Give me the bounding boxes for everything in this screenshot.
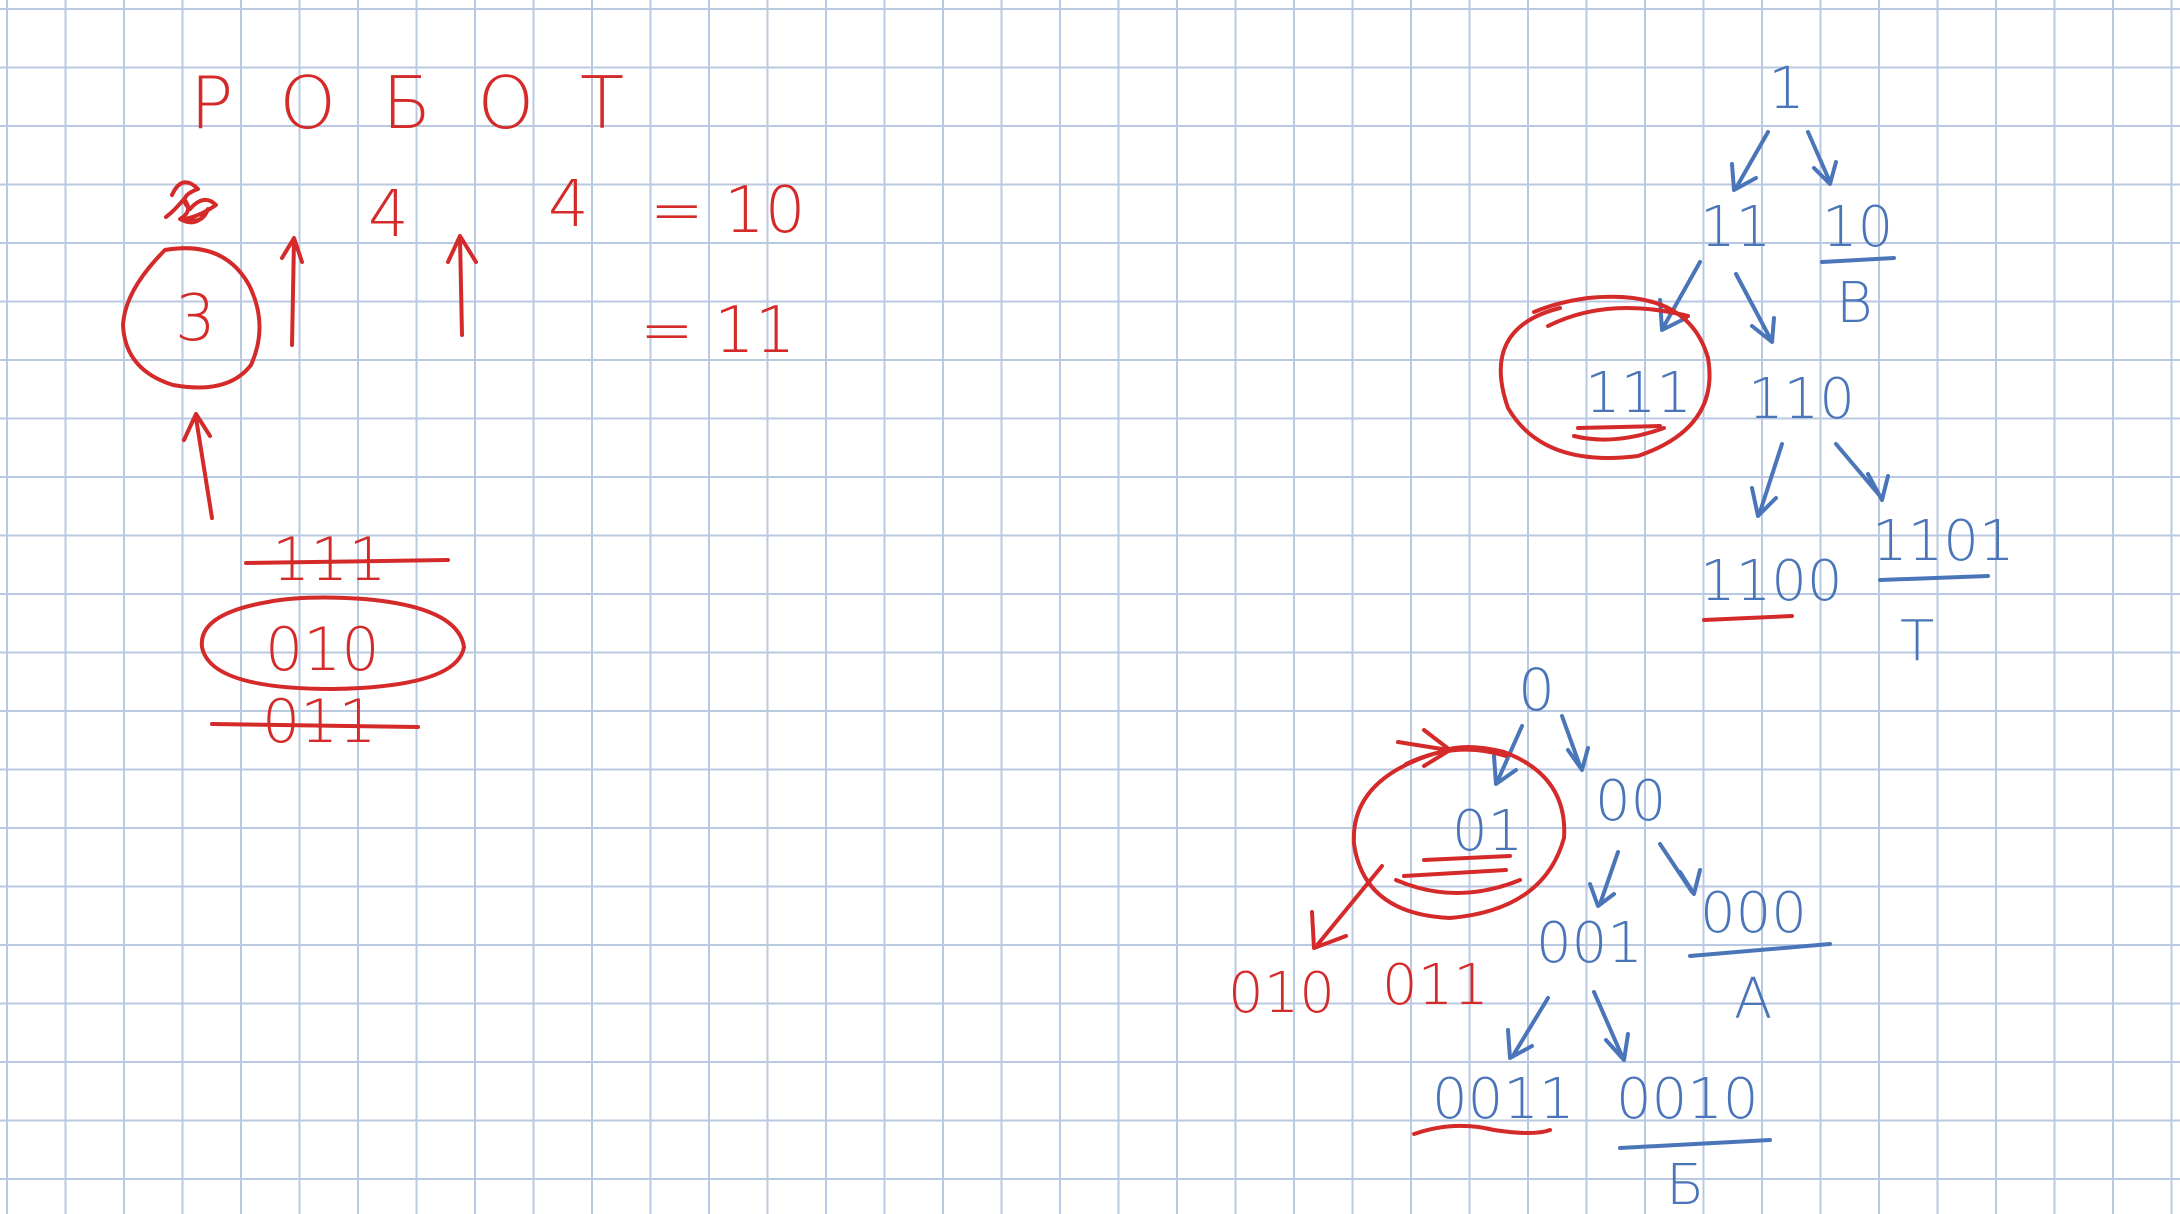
scribble-mark <box>164 180 218 225</box>
underline-1101 <box>1878 574 1990 582</box>
node-1101: 1101 <box>1872 509 2015 574</box>
letter-t: Т <box>1900 609 1934 674</box>
equation-10: = 10 <box>650 174 805 248</box>
circle-around-3 <box>121 246 262 390</box>
count-4-first: 4 <box>368 178 409 252</box>
underline-1100 <box>1702 614 1794 622</box>
oval-around-010 <box>199 595 466 691</box>
arrow-01-to-children <box>1310 864 1384 950</box>
node-010: 010 <box>1228 961 1335 1026</box>
code-010: 010 <box>265 615 380 685</box>
code-011-crossed: 011 <box>262 687 377 757</box>
arrow-into-circle <box>1396 728 1452 768</box>
node-10: 10 <box>1822 195 1893 260</box>
arrow-110-to-1100 <box>1750 442 1784 518</box>
circle-around-111 <box>1498 294 1712 460</box>
node-1100: 1100 <box>1700 549 1843 614</box>
arrow-11-to-110 <box>1734 272 1776 344</box>
node-001: 001 <box>1536 911 1643 976</box>
strike-111 <box>244 558 450 565</box>
letter-b: Б <box>1666 1153 1704 1214</box>
arrow-1-to-11 <box>1730 130 1770 192</box>
equation-11: = 11 <box>640 294 795 368</box>
letter-v: В <box>1836 271 1873 336</box>
count-3: 3 <box>175 282 216 356</box>
tree-bottom-root: 0 <box>1518 656 1555 724</box>
node-000: 000 <box>1700 881 1807 946</box>
node-011: 011 <box>1382 953 1489 1018</box>
arrow-up-under-4 <box>446 234 478 337</box>
arrow-0-to-00 <box>1560 714 1590 772</box>
arrow-001-to-0011 <box>1506 996 1550 1060</box>
underline-0010 <box>1618 1138 1772 1150</box>
count-4-second: 4 <box>548 168 589 242</box>
arrow-110-to-1101 <box>1834 442 1890 502</box>
circle-around-01 <box>1351 745 1567 920</box>
letter-a: А <box>1734 967 1772 1032</box>
underline-000 <box>1688 942 1832 958</box>
strike-011 <box>210 722 420 729</box>
arrow-001-to-0010 <box>1592 990 1630 1062</box>
arrow-1-to-10 <box>1806 130 1838 186</box>
tree-top-root: 1 <box>1768 54 1805 122</box>
arrow-00-to-000 <box>1658 842 1702 896</box>
word-robot: РОБОТ <box>190 61 670 145</box>
arrow-00-to-001 <box>1588 850 1620 908</box>
arrow-up-right-of-3 <box>280 236 304 347</box>
node-0010: 0010 <box>1616 1067 1759 1132</box>
node-11: 11 <box>1700 195 1771 260</box>
node-00: 00 <box>1595 769 1666 834</box>
underline-0011 <box>1412 1123 1552 1136</box>
node-01: 01 <box>1452 799 1523 864</box>
arrow-11-to-111 <box>1658 260 1702 332</box>
node-0011: 0011 <box>1432 1067 1575 1132</box>
node-110: 110 <box>1748 367 1855 432</box>
node-111: 111 <box>1585 361 1692 426</box>
underline-10 <box>1820 256 1896 264</box>
arrow-up-to-3 <box>182 412 214 520</box>
underline-01 <box>1402 854 1512 878</box>
underline-111 <box>1576 424 1662 430</box>
